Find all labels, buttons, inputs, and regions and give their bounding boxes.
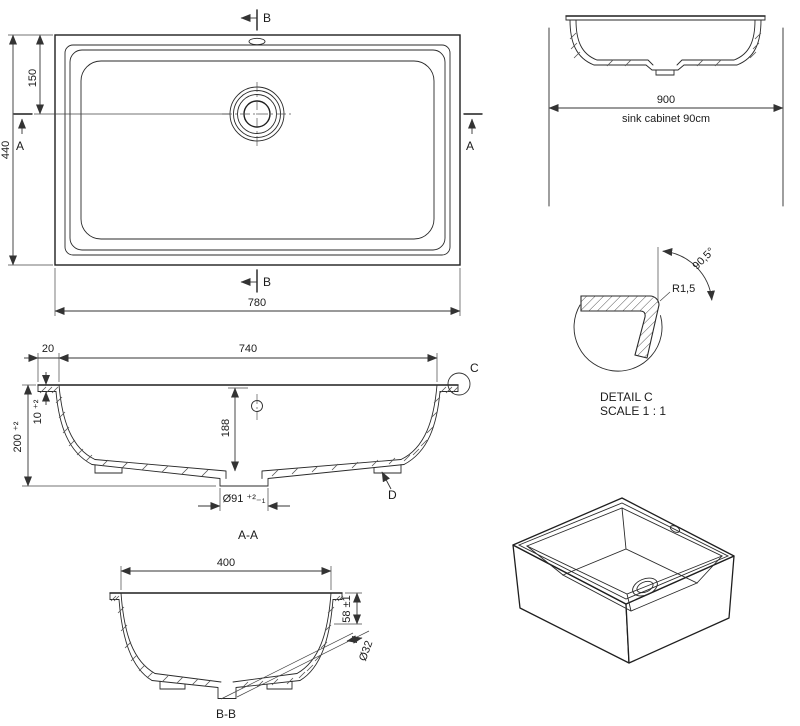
section-line-b: B B	[240, 9, 271, 293]
dim-900-text: 900	[657, 94, 675, 106]
detail-boundary	[573, 304, 663, 372]
dim-drain-32: Ø32	[220, 630, 375, 700]
detail-c-title: DETAIL C	[600, 390, 653, 404]
dim-58: 58 ±1	[334, 592, 362, 625]
detail-d-marker: D	[381, 471, 397, 502]
marker-c-text: C	[470, 361, 479, 375]
section-label-a-right: A	[466, 139, 474, 153]
corner-cross-section	[580, 295, 660, 359]
section-aa-view: 20 740 10 ⁺² 200 ⁺² 188 Ø91 ⁺	[12, 343, 479, 542]
dim-10-text: 10 ⁺²	[32, 399, 44, 424]
detail-c-scale: SCALE 1 : 1	[600, 404, 666, 418]
dim-20: 20	[24, 343, 73, 382]
iso-drain-inner	[636, 580, 654, 594]
plan-drain	[222, 82, 292, 148]
dim-188: 188	[220, 387, 248, 472]
dim-32-text: Ø32	[357, 639, 375, 663]
dim-drain-91: Ø91 ⁺²₋₁	[198, 488, 290, 511]
aa-outline	[37, 384, 459, 487]
section-label-b-top: B	[263, 11, 271, 25]
dim-58-text: 58 ±1	[341, 595, 353, 622]
dim-200-text: 200 ⁺²	[12, 421, 24, 452]
dim-angle-text: 90,5°	[691, 246, 718, 273]
foot-left	[94, 464, 123, 474]
marker-d-text: D	[388, 488, 397, 502]
dim-440-text: 440	[0, 141, 12, 159]
section-bb-view: 400 58 ±1 Ø32 B-B	[109, 557, 375, 721]
section-bb-label: B-B	[216, 707, 236, 721]
dim-total-length: 780	[54, 268, 461, 316]
dim-740-text: 740	[239, 343, 257, 355]
section-aa-label: A-A	[238, 528, 258, 542]
dim-cabinet-900: 900 sink cabinet 90cm	[548, 94, 784, 125]
isometric-view	[512, 497, 735, 664]
dim-radius-text: R1,5	[672, 283, 695, 295]
bb-outline	[109, 592, 344, 699]
dim-188-text: 188	[220, 419, 232, 437]
plan-sink-outline	[54, 34, 461, 266]
dim-20-text: 20	[42, 343, 54, 355]
dim-10: 10 ⁺²	[32, 372, 50, 424]
bb-foot-right	[266, 680, 293, 690]
plan-view: B B A A 150 440	[0, 9, 483, 316]
dim-91-text: Ø91 ⁺²₋₁	[223, 493, 266, 505]
bb-foot-left	[159, 680, 186, 690]
cabinet-label: sink cabinet 90cm	[622, 113, 710, 125]
dim-740: 740	[58, 343, 438, 382]
tap-hole	[248, 37, 266, 46]
section-label-b-bottom: B	[263, 275, 271, 289]
detail-c-marker: C	[447, 361, 479, 396]
section-label-a-left: A	[16, 139, 24, 153]
iso-tap-hole	[669, 525, 681, 533]
cabinet-sides	[548, 27, 784, 207]
dim-200: 200 ⁺²	[12, 384, 216, 487]
sink-profile	[565, 15, 766, 76]
cabinet-elevation: 900 sink cabinet 90cm	[548, 15, 784, 207]
dim-400: 400	[120, 557, 332, 590]
iso-drain-outer	[632, 577, 658, 597]
section-line-a: A A	[13, 113, 483, 153]
dim-150-text: 150	[27, 69, 39, 87]
drain-stub	[655, 69, 675, 76]
dim-400-text: 400	[217, 557, 235, 569]
dim-drain-offset: 150	[27, 34, 230, 115]
detail-c-view: 90,5° R1,5 DETAIL C SCALE 1 : 1	[573, 246, 718, 418]
dim-total-width: 440	[0, 34, 53, 266]
dim-780-text: 780	[248, 297, 266, 309]
